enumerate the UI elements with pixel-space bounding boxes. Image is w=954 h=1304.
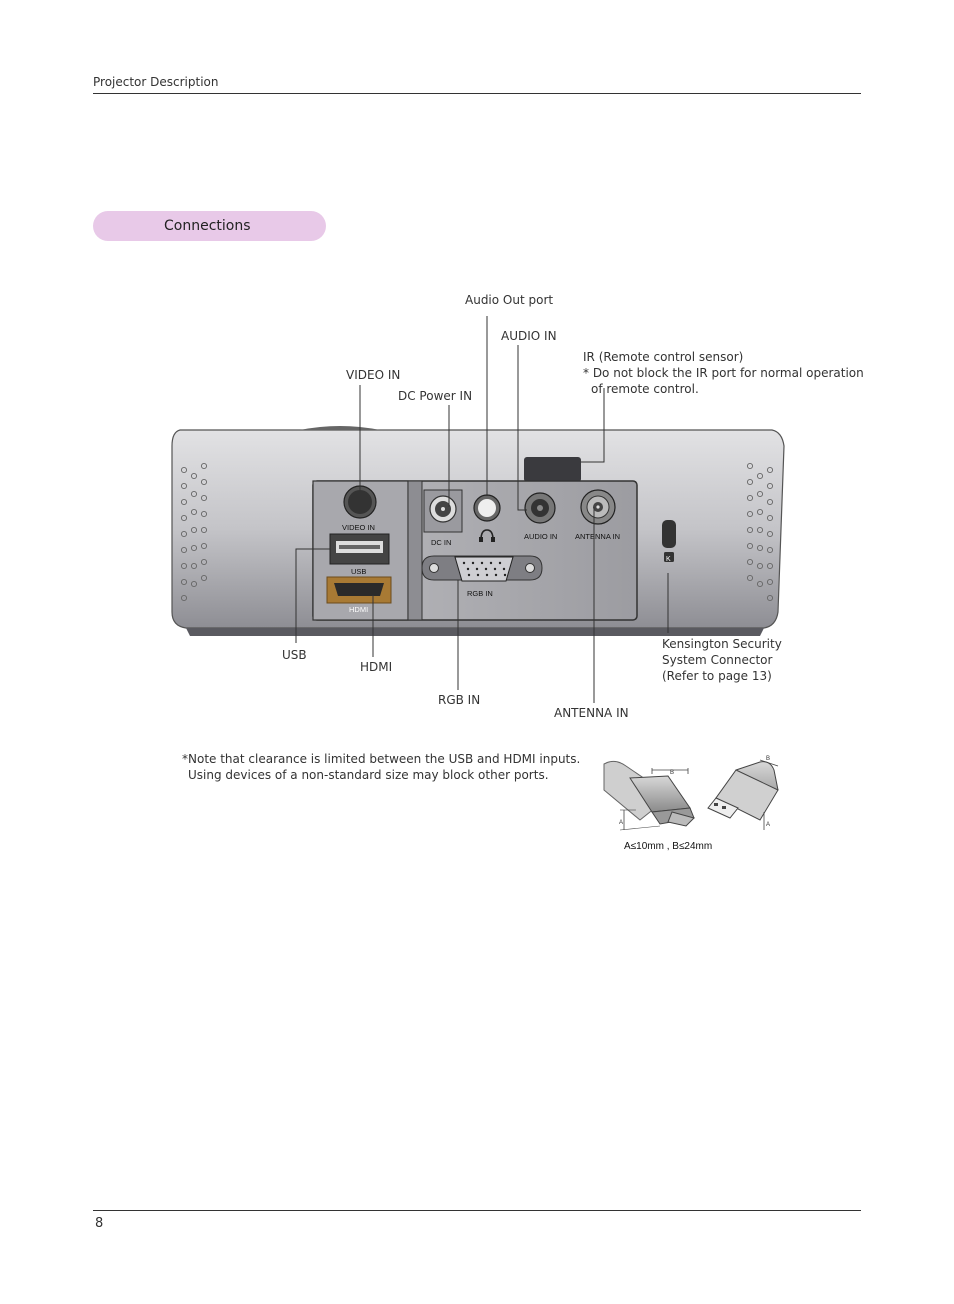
dim-label-b-usb: B	[766, 756, 770, 762]
ir-sensor-window	[524, 457, 581, 482]
callout-antenna-in: ANTENNA IN	[554, 706, 629, 720]
callout-ir-note-2: of remote control.	[591, 382, 699, 396]
panel-label-audio-in: AUDIO IN	[524, 532, 557, 541]
hdmi-plug-illustration	[603, 760, 695, 831]
kensington-slot	[662, 520, 676, 562]
section-heading-pill: Connections	[93, 211, 326, 241]
callout-rgb-in: RGB IN	[438, 693, 480, 707]
page-number: 8	[95, 1216, 104, 1231]
lock-glyph: K	[666, 556, 671, 563]
dim-label-a-usb: A	[766, 822, 770, 828]
clearance-note: *Note that clearance is limited between …	[182, 751, 580, 783]
callout-ir-title: IR (Remote control sensor)	[583, 350, 743, 364]
panel-label-video-in: VIDEO IN	[342, 523, 375, 532]
callout-kensington-2: System Connector	[662, 653, 773, 667]
callout-dc-power-in: DC Power IN	[398, 389, 472, 403]
callout-audio-in: AUDIO IN	[501, 329, 557, 343]
callout-ir-note-1: * Do not block the IR port for normal op…	[583, 366, 864, 380]
callout-audio-out: Audio Out port	[465, 293, 553, 307]
clearance-note-line-1: *Note that clearance is limited between …	[182, 752, 581, 766]
video-in-jack	[343, 485, 377, 519]
dimension-caption: A≤10mm , B≤24mm	[624, 841, 713, 852]
header-rule	[93, 93, 861, 94]
panel-label-antenna-in: ANTENNA IN	[575, 532, 620, 541]
usb-stick-illustration	[707, 759, 779, 830]
section-heading: Connections	[164, 218, 251, 234]
callout-kensington-1: Kensington Security	[662, 637, 782, 651]
dc-in-jack	[423, 489, 463, 533]
audio-in-jack	[524, 492, 556, 524]
panel-label-rgb-in: RGB IN	[467, 589, 493, 598]
callout-kensington-3: (Refer to page 13)	[662, 669, 772, 683]
panel-label-usb: USB	[351, 567, 366, 576]
callout-hdmi: HDMI	[360, 660, 392, 674]
dim-label-b-hdmi: B	[670, 770, 674, 776]
rgb-in-port	[421, 555, 543, 582]
footer-rule	[93, 1210, 861, 1211]
hdmi-port	[326, 576, 392, 604]
usb-port	[329, 533, 390, 565]
callout-video-in: VIDEO IN	[346, 368, 400, 382]
callout-leaders	[295, 316, 669, 703]
panel-label-dc-in: DC IN	[431, 538, 451, 547]
antenna-in-jack	[580, 489, 616, 525]
running-header: Projector Description	[93, 75, 219, 89]
panel-label-hdmi: HDMI	[349, 605, 368, 614]
callout-usb: USB	[282, 648, 307, 662]
dim-label-a-hdmi: A	[619, 820, 623, 826]
clearance-note-line-2: Using devices of a non-standard size may…	[188, 768, 549, 782]
